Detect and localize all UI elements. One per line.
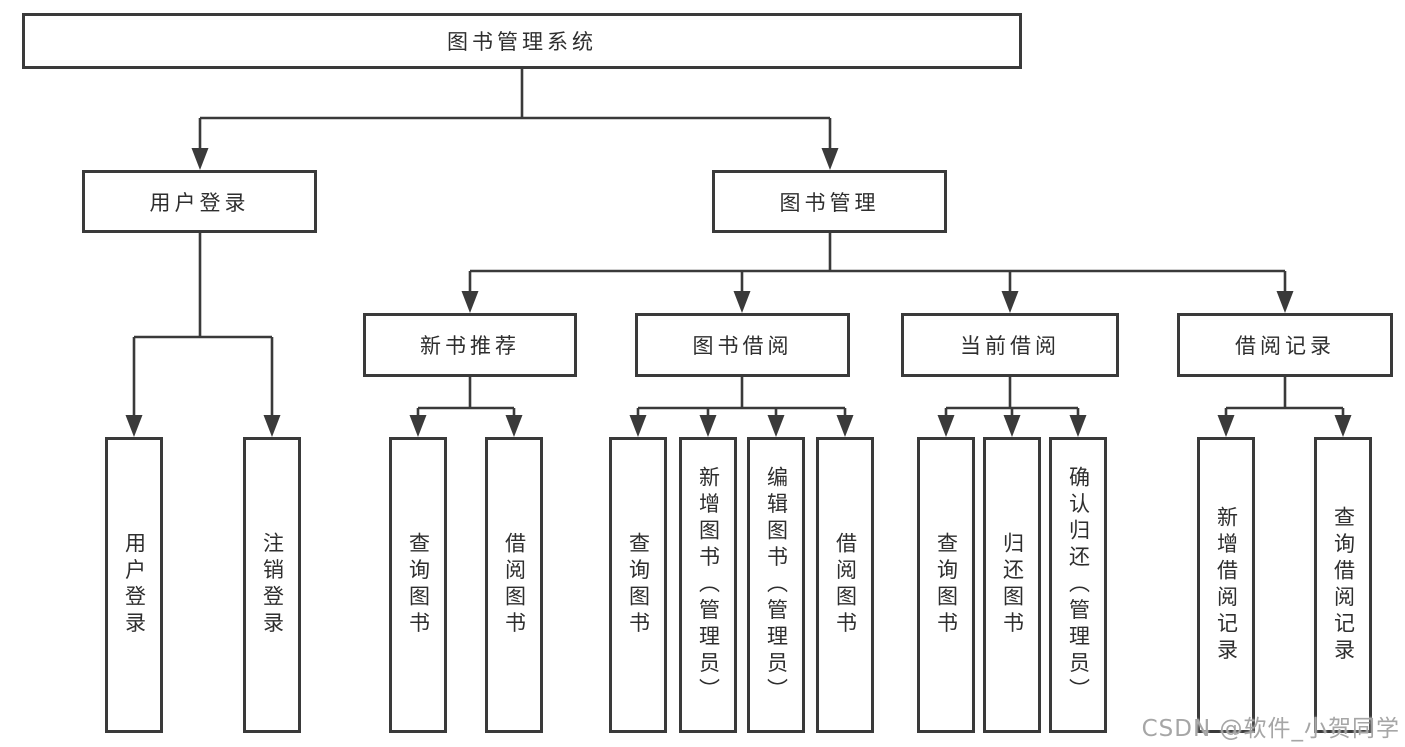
leaf-query-books-current: 查询图书 [917,437,975,733]
leaf-borrow-books-borrow-label: 借阅图书 [833,532,858,638]
node-book-borrowing: 图书借阅 [635,313,850,377]
leaf-query-books-borrow-label: 查询图书 [626,532,651,638]
leaf-user-login: 用户登录 [105,437,163,733]
leaf-add-books-admin-label: 新增图书（管理员） [696,465,721,705]
leaf-add-books-admin: 新增图书（管理员） [679,437,737,733]
node-book-management: 图书管理 [712,170,947,233]
csdn-watermark: CSDN @软件_小贺同学 [1141,716,1400,742]
leaf-borrow-books-borrow: 借阅图书 [816,437,874,733]
node-new-book-recommendation: 新书推荐 [363,313,577,377]
node-current-borrowing: 当前借阅 [901,313,1119,377]
leaf-edit-books-admin-label: 编辑图书（管理员） [764,465,789,705]
leaf-borrow-books-recommend: 借阅图书 [485,437,543,733]
node-user-login: 用户登录 [82,170,317,233]
node-root: 图书管理系统 [22,13,1022,69]
leaf-query-books-borrow: 查询图书 [609,437,667,733]
leaf-add-borrow-record-label: 新增借阅记录 [1214,505,1239,665]
node-borrowing-records-label: 借阅记录 [1235,334,1335,358]
node-book-management-label: 图书管理 [779,190,880,215]
leaf-logout-label: 注销登录 [260,532,285,638]
leaf-query-books-current-label: 查询图书 [934,532,959,638]
leaf-confirm-return-admin-label: 确认归还（管理员） [1066,465,1091,705]
leaf-confirm-return-admin: 确认归还（管理员） [1049,437,1107,733]
leaf-query-books-recommend: 查询图书 [389,437,447,733]
leaf-return-books-label: 归还图书 [1000,532,1025,638]
leaf-borrow-books-recommend-label: 借阅图书 [502,532,527,638]
node-current-borrowing-label: 当前借阅 [960,334,1060,358]
node-book-borrowing-label: 图书借阅 [692,334,793,358]
leaf-query-borrow-record: 查询借阅记录 [1314,437,1372,733]
node-root-label: 图书管理系统 [447,30,597,54]
leaf-user-login-label: 用户登录 [122,532,147,638]
leaf-query-borrow-record-label: 查询借阅记录 [1331,505,1356,665]
leaf-logout: 注销登录 [243,437,301,733]
leaf-add-borrow-record: 新增借阅记录 [1197,437,1255,733]
leaf-query-books-recommend-label: 查询图书 [406,532,431,638]
leaf-return-books: 归还图书 [983,437,1041,733]
node-new-book-recommendation-label: 新书推荐 [420,334,520,358]
leaf-edit-books-admin: 编辑图书（管理员） [747,437,805,733]
node-borrowing-records: 借阅记录 [1177,313,1393,377]
arrowheads [125,148,1352,437]
node-user-login-label: 用户登录 [149,190,250,215]
